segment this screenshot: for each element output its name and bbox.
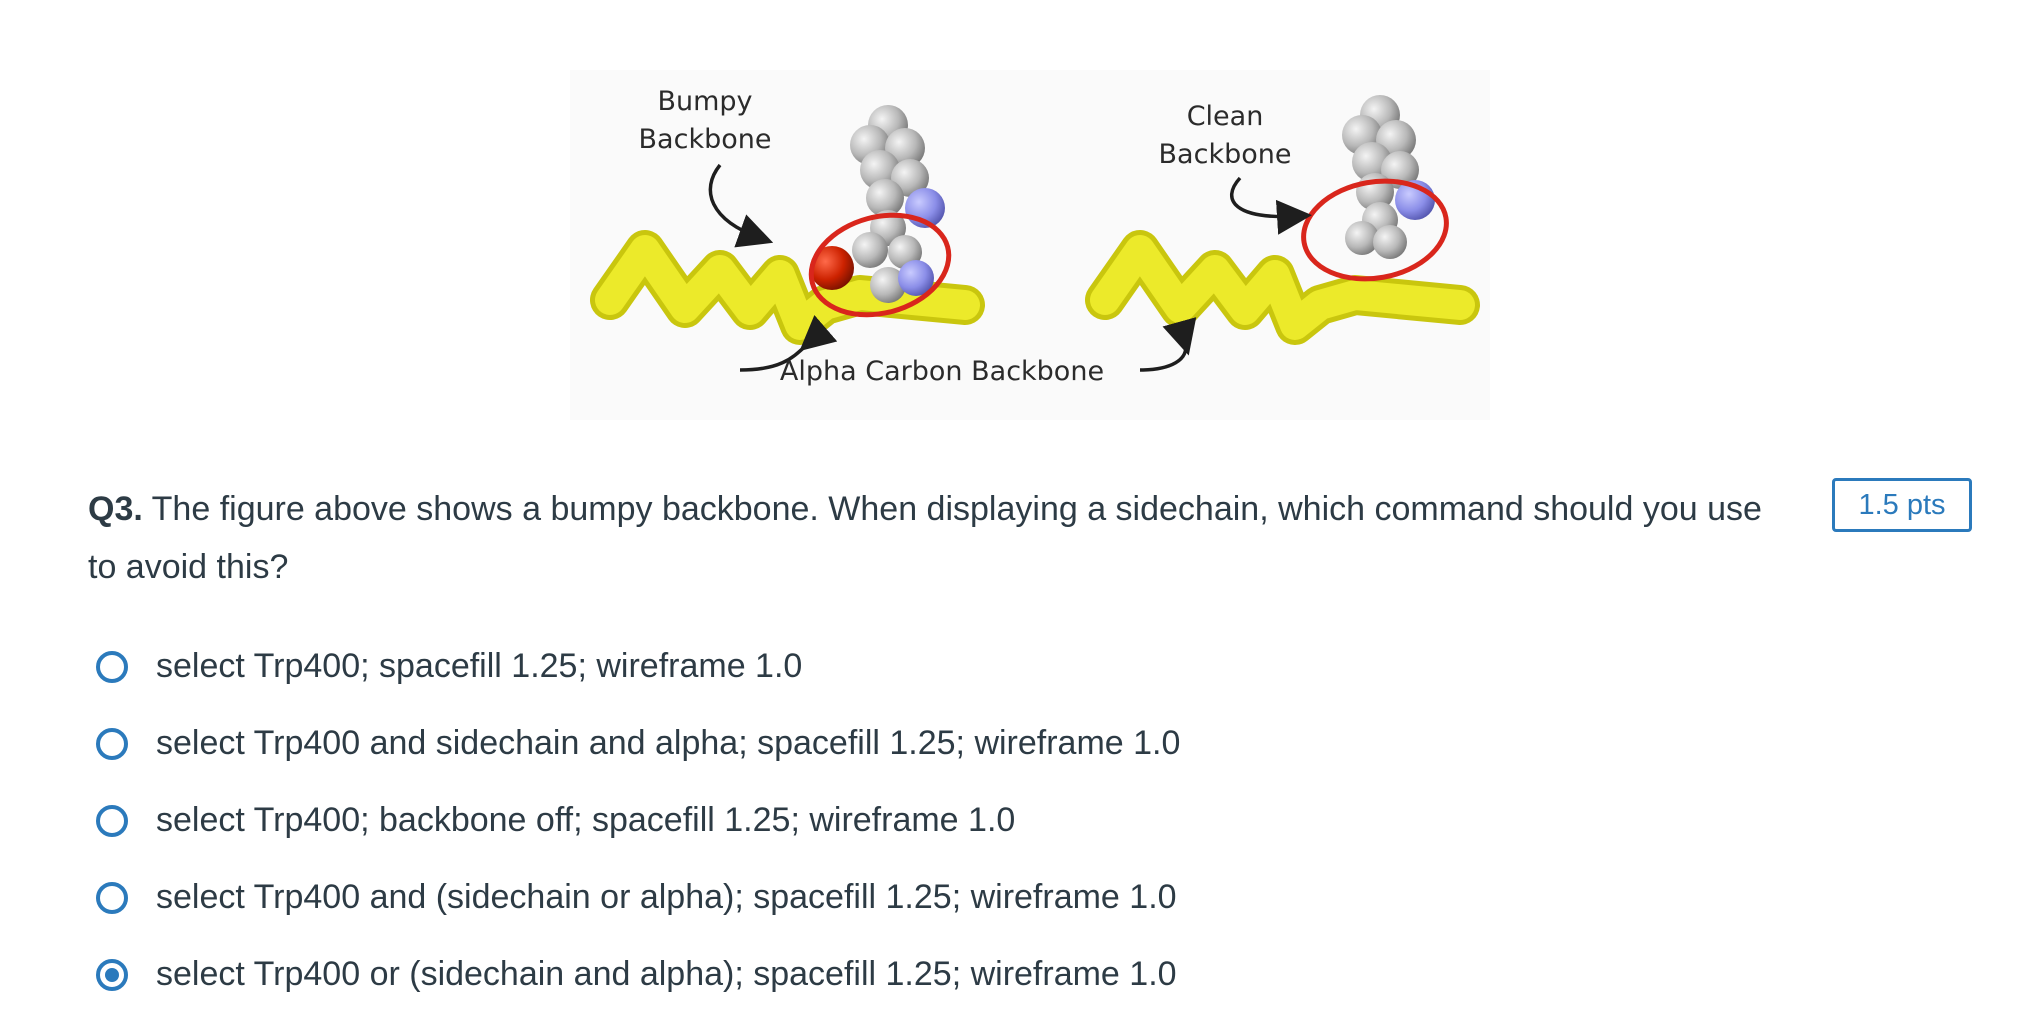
radio-button-4[interactable]: [96, 881, 128, 914]
answer-option-3[interactable]: select Trp400; backbone off; spacefill 1…: [96, 782, 1896, 859]
backbone-figure: Bumpy Backbone Clean Backbone: [570, 70, 1490, 430]
question-number: Q3.: [88, 490, 143, 528]
radio-button-2[interactable]: [96, 727, 128, 760]
bumpy-label-line1: Bumpy: [657, 86, 752, 117]
answer-option-5[interactable]: select Trp400 or (sidechain and alpha); …: [96, 936, 1896, 1013]
clean-label-line1: Clean: [1187, 101, 1264, 132]
answer-list: select Trp400; spacefill 1.25; wireframe…: [96, 628, 1896, 1013]
answer-option-1[interactable]: select Trp400; spacefill 1.25; wireframe…: [96, 628, 1896, 705]
answer-label-4: select Trp400 and (sidechain or alpha); …: [156, 878, 1177, 916]
radio-button-3[interactable]: [96, 804, 128, 837]
bumpy-label-line2: Backbone: [639, 124, 772, 155]
points-badge: 1.5 pts: [1832, 478, 1972, 532]
answer-label-2: select Trp400 and sidechain and alpha; s…: [156, 724, 1181, 762]
question-prompt: Q3. The figure above shows a bumpy backb…: [88, 480, 1788, 596]
answer-option-4[interactable]: select Trp400 and (sidechain or alpha); …: [96, 859, 1896, 936]
question-text: The figure above shows a bumpy backbone.…: [88, 490, 1762, 586]
right-backbone-model: Clean Backbone: [1085, 95, 1480, 345]
clean-label-line2: Backbone: [1159, 139, 1292, 170]
left-backbone-model: Bumpy Backbone: [590, 86, 985, 345]
answer-label-3: select Trp400; backbone off; spacefill 1…: [156, 801, 1016, 839]
radio-button-1[interactable]: [96, 650, 128, 683]
answer-option-2[interactable]: select Trp400 and sidechain and alpha; s…: [96, 705, 1896, 782]
radio-button-5[interactable]: [96, 958, 128, 991]
backbone-figure-image: Bumpy Backbone Clean Backbone: [570, 70, 1490, 420]
answer-label-5: select Trp400 or (sidechain and alpha); …: [156, 955, 1177, 993]
alpha-carbon-label: Alpha Carbon Backbone: [780, 356, 1104, 387]
answer-label-1: select Trp400; spacefill 1.25; wireframe…: [156, 647, 803, 685]
